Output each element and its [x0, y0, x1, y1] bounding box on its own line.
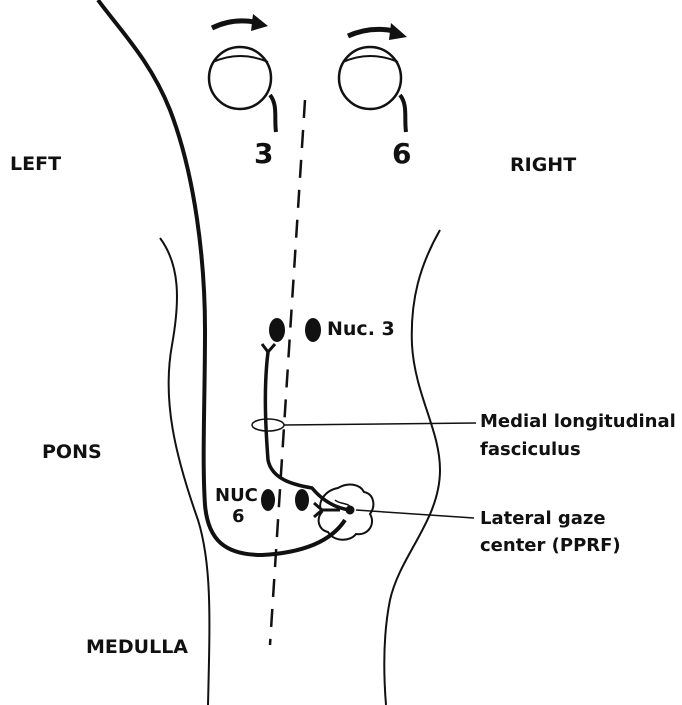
- nuc-3-right: [305, 318, 321, 342]
- right-eye-arrow: [348, 23, 407, 40]
- nerve-3-label: 3: [254, 140, 273, 168]
- left-eye-arrow: [212, 14, 268, 31]
- nuc-6-left: [261, 489, 275, 511]
- pprf-label-line2: center (PPRF): [480, 537, 621, 555]
- left-label: LEFT: [10, 155, 61, 174]
- nuc-6-right: [295, 489, 309, 511]
- nuc-3-label: Nuc. 3: [327, 320, 395, 339]
- midline: [270, 100, 305, 645]
- right-label: RIGHT: [510, 156, 576, 175]
- pons-label: PONS: [42, 443, 102, 462]
- mlf-label-line1: Medial longitudinal: [480, 413, 676, 431]
- right-eye: [339, 47, 406, 132]
- long-pathway: [98, 0, 345, 555]
- left-eye: [209, 47, 276, 132]
- mlf-label-line2: fasciculus: [480, 441, 581, 459]
- mlf-leader: [284, 423, 476, 425]
- pprf-dot: [346, 506, 355, 515]
- medulla-label: MEDULLA: [86, 638, 188, 657]
- nuc-3-left: [269, 318, 285, 342]
- nerve-6-label: 6: [392, 140, 411, 168]
- mlf-ring: [252, 419, 284, 431]
- nuc-6-label-line1: NUC: [215, 487, 258, 505]
- brainstem-right-outline: [384, 230, 440, 705]
- pprf-leader: [356, 510, 474, 518]
- mlf-pathway: [265, 352, 350, 510]
- pprf-label-line1: Lateral gaze: [480, 510, 606, 528]
- pprf-blob: [319, 485, 374, 540]
- mlf-terminal: [262, 344, 275, 352]
- nuc-6-label-line2: 6: [232, 508, 245, 526]
